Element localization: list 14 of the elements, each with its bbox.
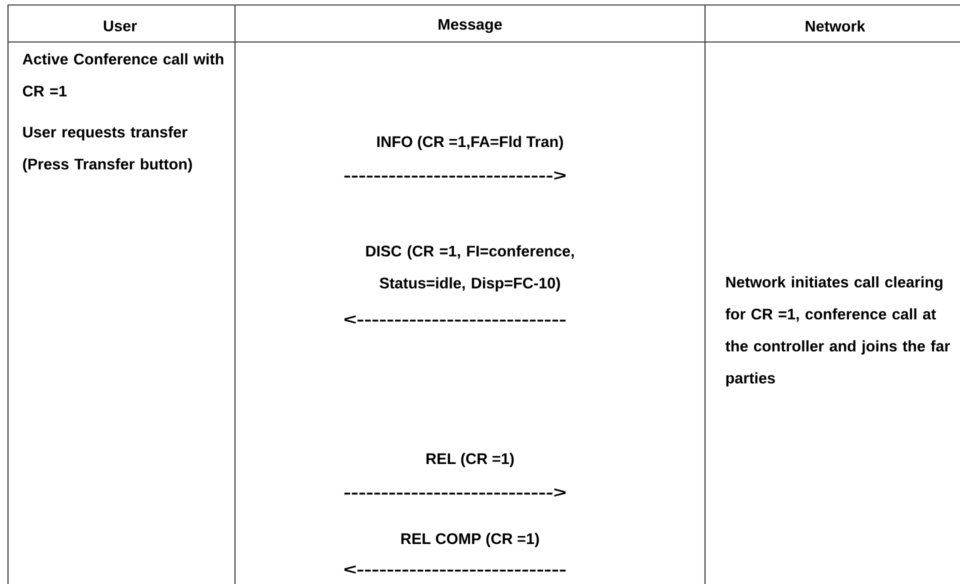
text-arrow: ----------------------------> [344, 171, 566, 180]
text-arrow: ----------------------------> [344, 488, 566, 497]
text-arrow: <---------------------------- [344, 315, 566, 324]
column-header: User [104, 20, 137, 32]
cell-text: Active Conference call with CR =1 [22, 53, 224, 97]
column-header: Message [438, 19, 502, 33]
column-header: Network [806, 20, 866, 32]
message-label: DISC (CR =1, FI=conference, Status=idle, Disp=FC-10) [366, 245, 574, 292]
message-label: REL (CR =1) [426, 452, 514, 468]
message-label: INFO (CR =1,FA=Fld Tran) [377, 136, 563, 150]
cell-text: User requests transfer (Press Transfer button) [23, 126, 192, 173]
cell-text: Network initiates call clearing for CR =1, conference call at the controller and joins the far parties [725, 276, 950, 387]
text-arrow: <---------------------------- [344, 565, 566, 574]
message-label: REL COMP (CR =1) [401, 532, 539, 548]
